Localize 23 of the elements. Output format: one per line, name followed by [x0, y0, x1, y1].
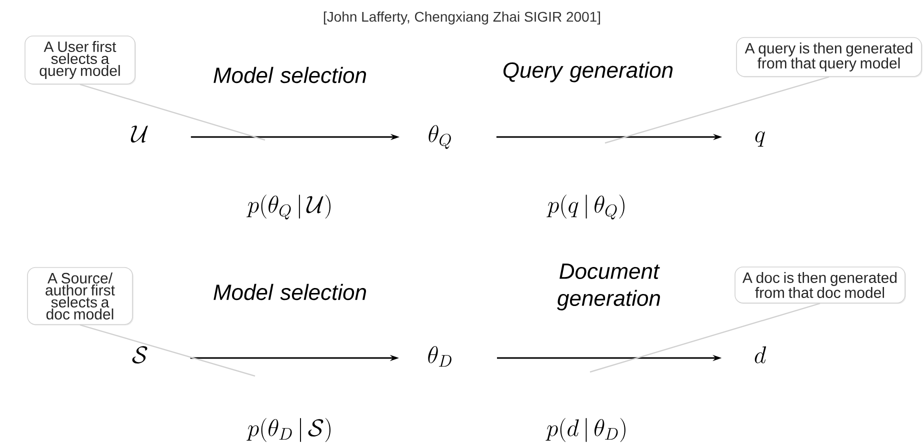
- leader-line: [590, 302, 820, 373]
- citation: [John Lafferty, Chengxiang Zhai SIGIR 2001]: [324, 11, 600, 25]
- edge-label: Query generation: [503, 62, 673, 82]
- leader-line: [80, 84, 266, 141]
- callout-box: A doc is then generated from that doc model: [734, 266, 906, 304]
- math-symbol: $\mathcal{U}$: [130, 126, 148, 143]
- leader-line: [604, 76, 830, 144]
- edge-label: Model selection: [214, 284, 366, 300]
- math-symbol: $\mathcal{S}$: [132, 346, 148, 364]
- callout-box: A User first selects a query model: [24, 36, 136, 85]
- math-symbol: $\theta_Q$: [428, 125, 451, 149]
- math-symbol: $q$: [755, 131, 765, 147]
- callout-box: A query is then generated from that query model: [736, 37, 922, 78]
- probability-formula: $p(\theta_Q\,|\,\mathcal{U})$: [246, 194, 330, 220]
- leader-line: [80, 324, 256, 377]
- probability-formula: $p(q\,|\,\theta_Q)$: [546, 194, 624, 220]
- callout-box: A Source/ author first selects a doc model: [27, 267, 134, 326]
- math-symbol: $d$: [754, 346, 766, 364]
- edge-label: Model selection: [214, 66, 366, 84]
- math-symbol: $\theta_D$: [428, 346, 452, 367]
- probability-formula: $p(\theta_D\,|\,\mathcal{S})$: [246, 418, 330, 442]
- edge-label: Document generation: [557, 264, 660, 310]
- probability-formula: $p(d\,|\,\theta_D)$: [546, 418, 626, 442]
